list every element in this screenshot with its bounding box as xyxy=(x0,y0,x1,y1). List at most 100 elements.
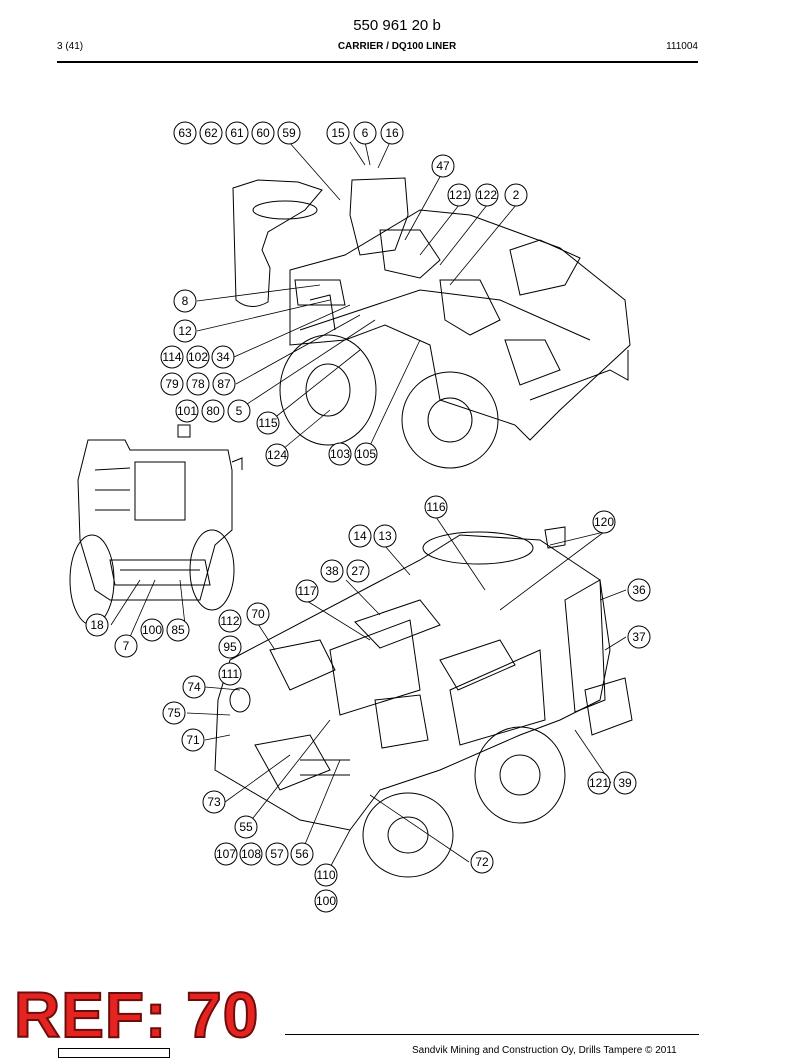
callout: 60 xyxy=(251,121,275,145)
svg-text:124: 124 xyxy=(267,448,287,462)
callout: 8 xyxy=(173,289,197,313)
callout: 75 xyxy=(162,701,186,725)
callout: 112 xyxy=(218,609,242,633)
svg-text:55: 55 xyxy=(239,820,253,834)
svg-text:8: 8 xyxy=(182,294,189,308)
callout: 71 xyxy=(181,728,205,752)
callout: 117 xyxy=(295,579,319,603)
callout: 2 xyxy=(504,183,528,207)
svg-text:15: 15 xyxy=(331,126,345,140)
callout: 95 xyxy=(218,635,242,659)
callout: 78 xyxy=(186,372,210,396)
callout: 116 xyxy=(424,495,448,519)
svg-text:107: 107 xyxy=(216,847,236,861)
svg-text:122: 122 xyxy=(477,188,497,202)
callout: 108 xyxy=(239,842,263,866)
ref-label: REF: 70 xyxy=(13,979,260,1051)
svg-text:111: 111 xyxy=(221,667,240,681)
svg-text:103: 103 xyxy=(330,447,350,461)
svg-text:56: 56 xyxy=(295,847,309,861)
callout: 100 xyxy=(140,618,164,642)
svg-text:110: 110 xyxy=(316,868,335,882)
callout: 34 xyxy=(211,345,235,369)
svg-text:5: 5 xyxy=(236,404,243,418)
callout: 114 xyxy=(160,345,184,369)
svg-text:115: 115 xyxy=(258,416,277,430)
callout: 12 xyxy=(173,319,197,343)
svg-text:121: 121 xyxy=(449,188,469,202)
svg-text:85: 85 xyxy=(171,623,185,637)
svg-text:47: 47 xyxy=(436,159,450,173)
callout: 14 xyxy=(348,524,372,548)
callout: 6 xyxy=(353,121,377,145)
svg-text:16: 16 xyxy=(385,126,399,140)
callout: 63 xyxy=(173,121,197,145)
svg-text:7: 7 xyxy=(123,639,130,653)
callout: 101 xyxy=(175,399,199,423)
callout: 115 xyxy=(256,411,280,435)
callout: 85 xyxy=(166,618,190,642)
callout: 70 xyxy=(246,602,270,626)
callout: 61 xyxy=(225,121,249,145)
callout: 47 xyxy=(431,154,455,178)
callout: 59 xyxy=(277,121,301,145)
svg-text:117: 117 xyxy=(297,584,316,598)
company-logo xyxy=(58,1048,170,1058)
svg-text:121: 121 xyxy=(589,776,609,790)
callout: 36 xyxy=(627,578,651,602)
callout: 16 xyxy=(380,121,404,145)
callout: 79 xyxy=(160,372,184,396)
svg-text:108: 108 xyxy=(241,847,261,861)
callout: 55 xyxy=(234,815,258,839)
callout: 100 xyxy=(314,889,338,913)
machine-illustration-side xyxy=(69,424,243,626)
callout: 62 xyxy=(199,121,223,145)
callout: 102 xyxy=(186,345,210,369)
svg-text:14: 14 xyxy=(353,529,367,543)
leader-lines xyxy=(110,141,627,876)
svg-text:38: 38 xyxy=(325,564,339,578)
callout: 72 xyxy=(470,850,494,874)
page-title: CARRIER / DQ100 LINER xyxy=(337,41,457,52)
svg-text:59: 59 xyxy=(282,126,296,140)
svg-text:120: 120 xyxy=(594,515,614,529)
svg-text:78: 78 xyxy=(191,377,205,391)
callout: 121 xyxy=(447,183,471,207)
page-number: 3 (41) xyxy=(57,41,84,52)
callout: 57 xyxy=(265,842,289,866)
svg-text:100: 100 xyxy=(142,623,162,637)
callout: 15 xyxy=(326,121,350,145)
callout: 124 xyxy=(265,443,289,467)
svg-text:73: 73 xyxy=(207,795,221,809)
svg-text:13: 13 xyxy=(378,529,392,543)
machine-illustration-upper xyxy=(232,177,631,469)
svg-text:75: 75 xyxy=(167,706,181,720)
callout: 120 xyxy=(592,510,616,534)
svg-text:72: 72 xyxy=(475,855,489,869)
callout: 80 xyxy=(201,399,225,423)
callout: 107 xyxy=(214,842,238,866)
svg-text:112: 112 xyxy=(220,614,239,628)
svg-text:70: 70 xyxy=(251,607,265,621)
callout-group: 63 62 61 60 59 15 6 16 47 121 122 2 8 12… xyxy=(85,121,651,913)
callout: 121 xyxy=(587,771,611,795)
svg-text:114: 114 xyxy=(162,350,181,364)
footer-rule xyxy=(285,1034,699,1035)
svg-text:101: 101 xyxy=(177,404,197,418)
callout: 110 xyxy=(314,863,338,887)
callout: 37 xyxy=(627,625,651,649)
callout: 56 xyxy=(290,842,314,866)
svg-text:116: 116 xyxy=(426,500,445,514)
svg-text:105: 105 xyxy=(356,447,376,461)
svg-text:2: 2 xyxy=(513,188,520,202)
svg-text:100: 100 xyxy=(316,894,336,908)
svg-text:62: 62 xyxy=(204,126,218,140)
svg-text:80: 80 xyxy=(206,404,220,418)
svg-text:27: 27 xyxy=(351,564,365,578)
svg-text:39: 39 xyxy=(618,776,632,790)
machine-illustration-lower xyxy=(214,526,633,878)
callout: 103 xyxy=(328,442,352,466)
svg-text:12: 12 xyxy=(178,324,192,338)
svg-text:95: 95 xyxy=(223,640,237,654)
